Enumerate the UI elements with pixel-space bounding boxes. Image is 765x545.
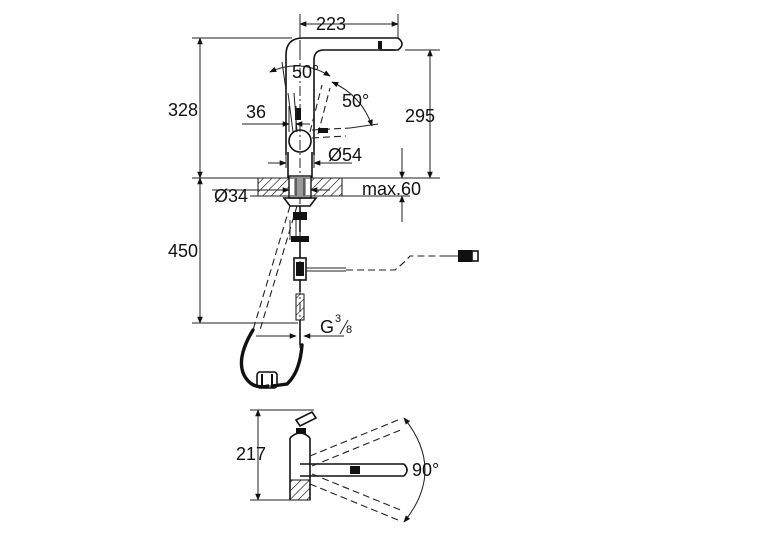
- supply-hoses: [289, 206, 346, 345]
- thread-numerator-label: 3: [335, 313, 341, 325]
- lever-handle: [287, 84, 351, 139]
- spout-angle-label: 50°: [342, 91, 369, 111]
- max-deck-label: max.60: [362, 179, 421, 199]
- thread-denominator-label: 8: [346, 324, 352, 336]
- dimension-lever-angles: 50° 50°: [269, 61, 379, 129]
- plan-height-label: 217: [236, 444, 266, 464]
- worktop-deck: [250, 175, 350, 207]
- hose-weight-loop: [239, 328, 304, 389]
- dimension-lever-offset: 36: [242, 102, 310, 132]
- plan-spout: [300, 419, 408, 521]
- hose-length-label: 450: [168, 241, 198, 261]
- dimension-hose-length: 450: [168, 177, 298, 324]
- lever-angle-label: 50°: [292, 62, 319, 82]
- plan-faucet-body: [289, 410, 318, 501]
- dimension-swivel-angle: 90°: [403, 417, 439, 523]
- faucet-spout: [285, 37, 403, 155]
- hole-diameter-label: Ø34: [214, 186, 248, 206]
- total-height-label: 328: [168, 100, 198, 120]
- dimension-max-deck: max.60: [342, 148, 421, 222]
- dimension-spout-height: 295: [342, 49, 440, 179]
- dimension-hole-diameter: Ø34: [212, 186, 330, 206]
- spout-reach-label: 223: [316, 14, 346, 34]
- faucet-body: [287, 129, 313, 178]
- spout-height-label: 295: [405, 106, 435, 126]
- pullout-hose: [252, 205, 479, 331]
- dimension-plan-height: 217: [236, 409, 314, 501]
- dimension-total-height: 328: [168, 37, 292, 179]
- lever-offset-label: 36: [246, 102, 266, 122]
- dimension-spout-reach: 223: [299, 14, 399, 38]
- dimension-thread: G 3 8: [256, 313, 352, 339]
- thread-base-label: G: [320, 317, 334, 337]
- plan-view: 217 90°: [236, 409, 439, 523]
- elevation-view: 223 328 295 50° 50°: [168, 14, 479, 389]
- body-diameter-label: Ø54: [328, 145, 362, 165]
- swivel-angle-label: 90°: [412, 460, 439, 480]
- dimension-body-diameter: Ø54: [268, 145, 362, 168]
